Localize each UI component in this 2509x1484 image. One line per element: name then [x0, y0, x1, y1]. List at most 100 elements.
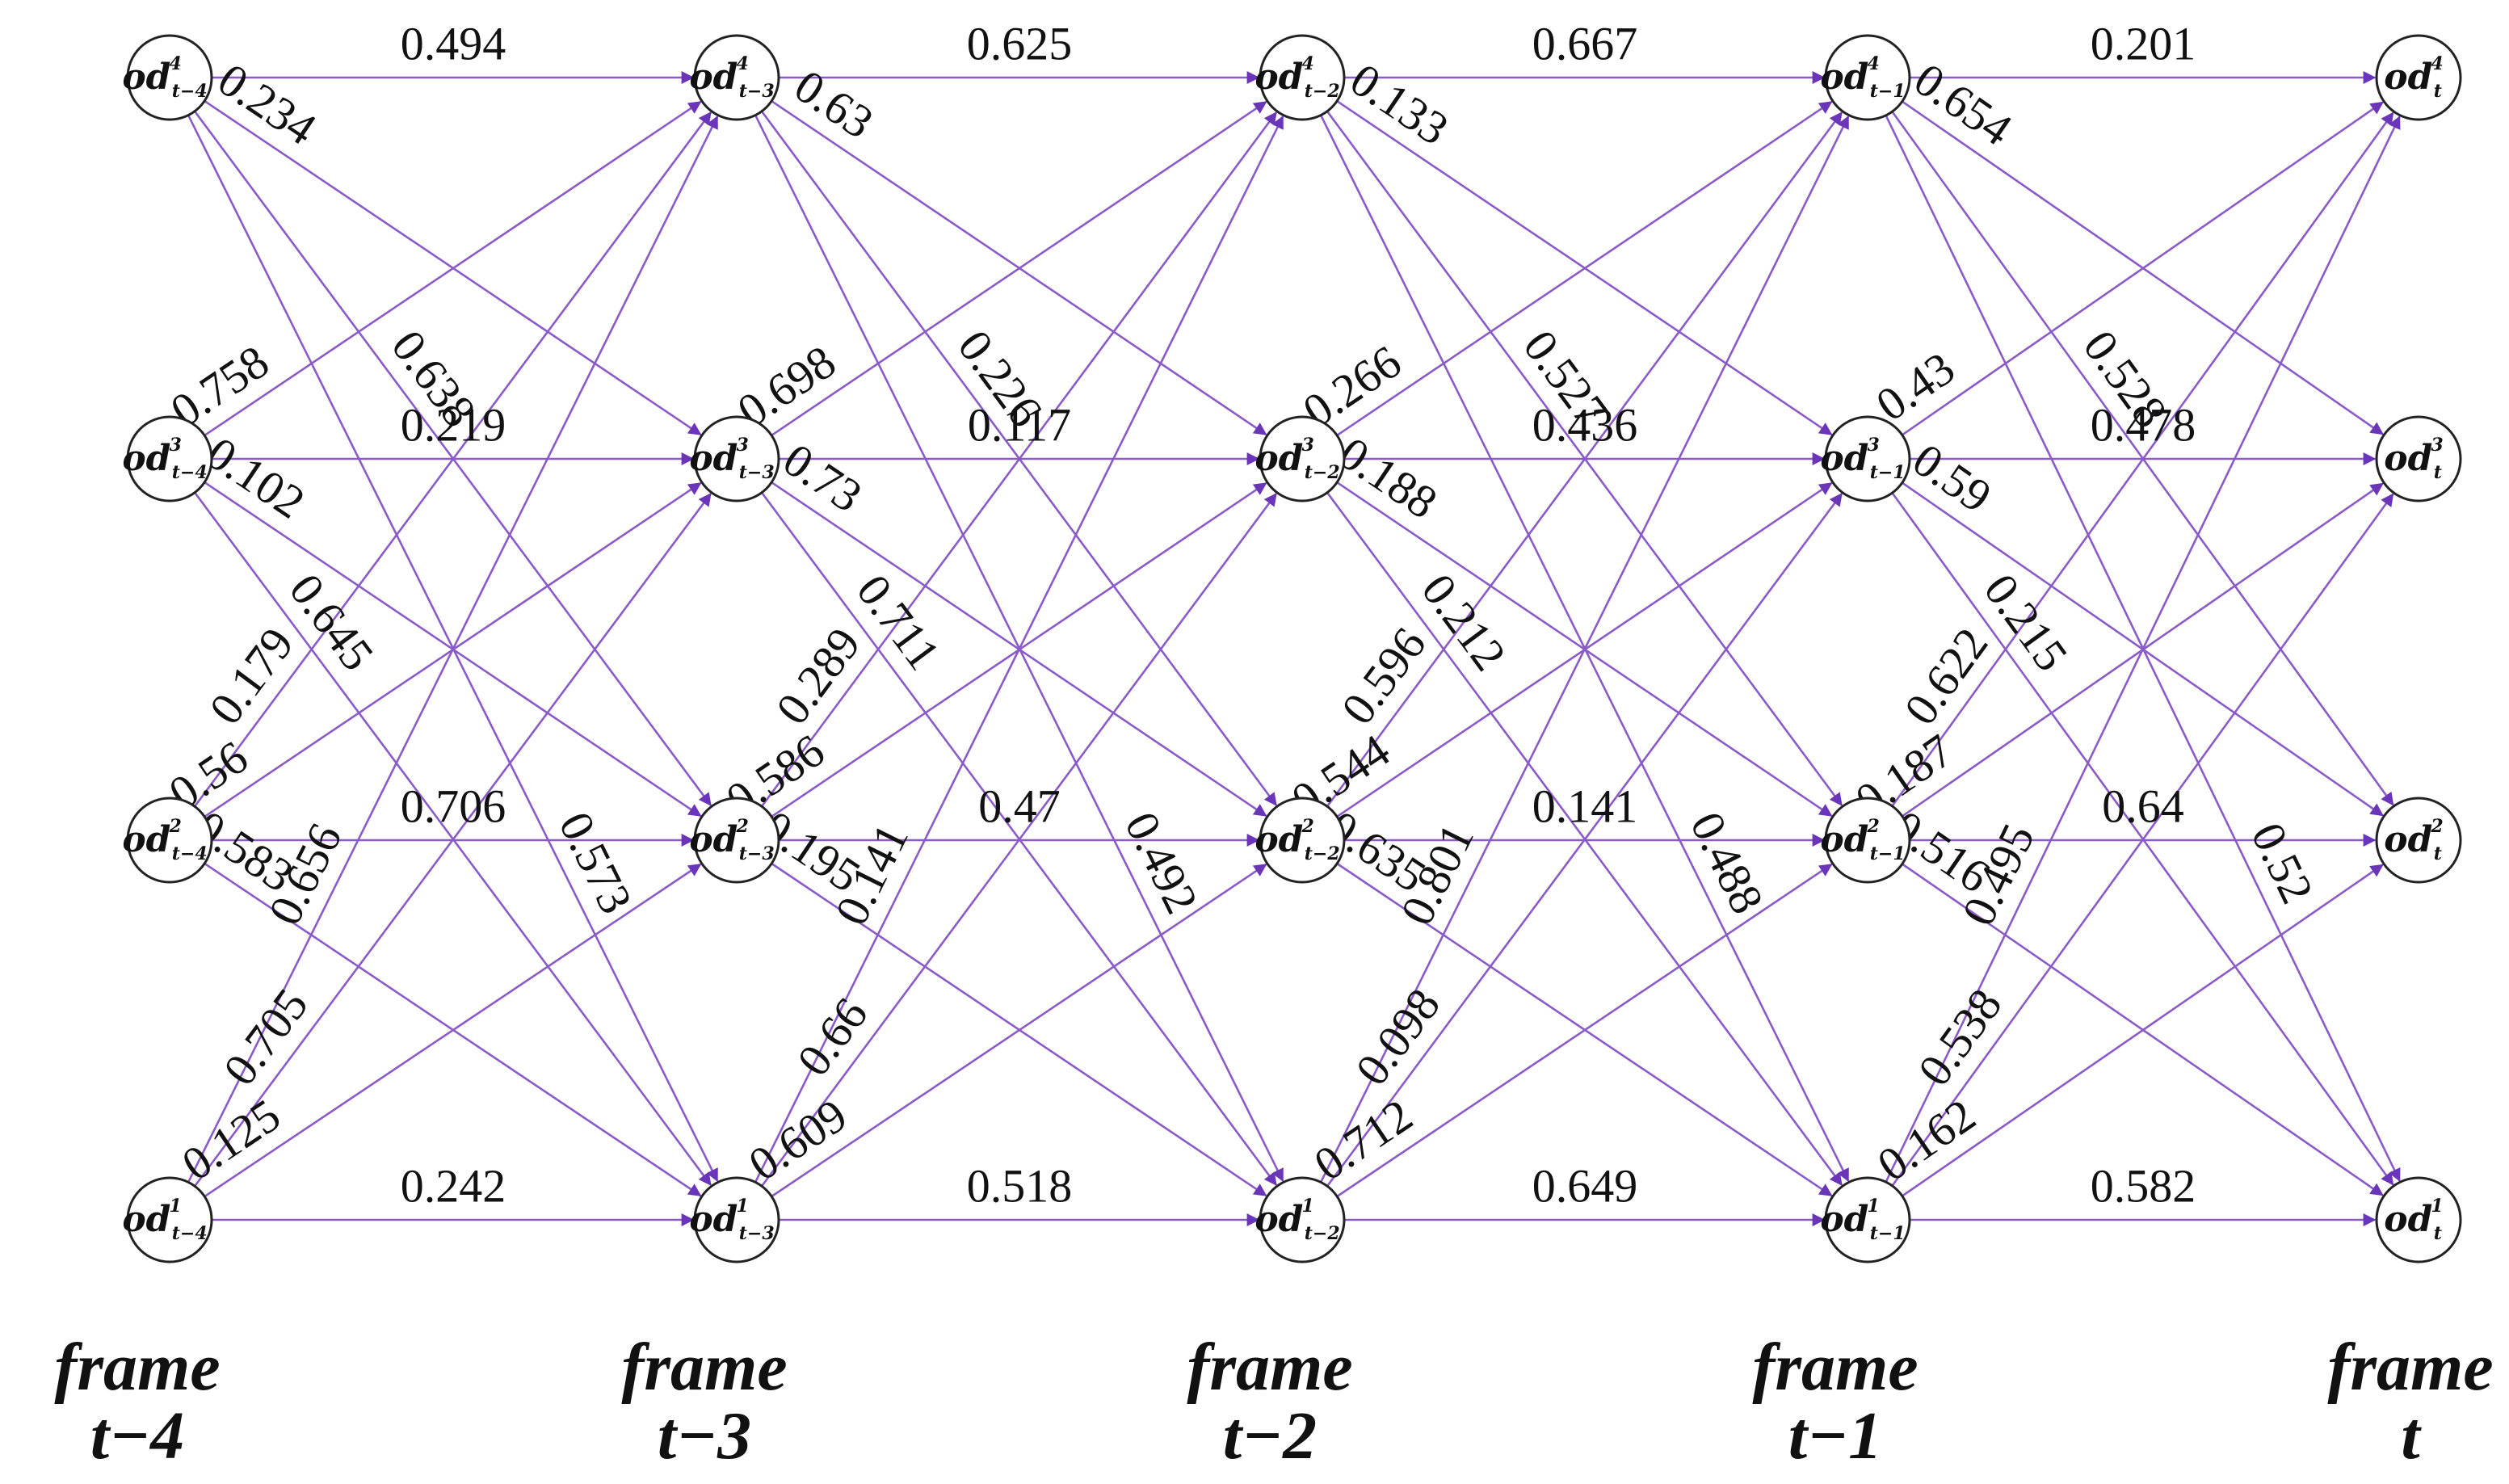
node-subscript: t−2 [1305, 462, 1340, 483]
node-label: od4 t−2 [1254, 53, 1339, 102]
frame-word: frame [54, 1330, 220, 1405]
node-superscript: 1 [1867, 1196, 1879, 1217]
node-subscript: t−1 [1870, 462, 1906, 483]
node-subscript: t−4 [172, 81, 208, 102]
node-circle [693, 797, 780, 884]
frame-word: frame [2327, 1330, 2493, 1405]
edge-weight-label: 0.712 [1305, 1089, 1422, 1192]
edge-arrow [1902, 864, 2384, 1197]
frame-word: frame [1752, 1330, 1918, 1405]
node-superscript: 4 [1301, 53, 1313, 74]
node-subscript: t−2 [1305, 81, 1340, 102]
edge-weight-label: 0.242 [401, 1159, 506, 1212]
state-node: od3 t−1 [1820, 415, 1911, 502]
node-circle [693, 415, 780, 502]
node-superscript: 3 [736, 435, 748, 456]
state-node: od4 t−2 [1254, 34, 1346, 121]
edge-weight-label: 0.573 [548, 804, 642, 922]
node-base: od [122, 819, 170, 860]
edge-arrow [193, 111, 712, 808]
edge-weight-label: 0.478 [2091, 398, 2196, 451]
edge-arrow [1336, 101, 1833, 436]
edge-weight-label: 0.538 [1908, 979, 2012, 1095]
edge-arrow [187, 115, 719, 1183]
edge-weight-label: 0.219 [401, 398, 506, 451]
edge-weight-label: 0.52 [2241, 814, 2324, 911]
edge-weight-label: 0.582 [2091, 1159, 2196, 1212]
node-base: od [2384, 1199, 2432, 1240]
node-base: od [1820, 1199, 1868, 1240]
edge-weight-label: 0.654 [1905, 53, 2021, 156]
node-subscript: t [2434, 462, 2442, 483]
edge-weight-label: 0.645 [279, 564, 385, 679]
edge-weight-label: 0.622 [1893, 618, 1998, 734]
node-circle [2375, 34, 2462, 121]
edge-weight-label: 0.494 [401, 17, 506, 69]
edge-weight-label: 0.667 [1532, 17, 1638, 69]
edge-weight-label: 0.625 [967, 17, 1073, 69]
edge-weight-label: 0.289 [766, 618, 871, 734]
node-superscript: 4 [736, 53, 748, 74]
edge-arrow [754, 115, 1284, 1183]
node-circle [1824, 34, 1911, 121]
node-superscript: 2 [1301, 816, 1313, 837]
node-circle [1259, 34, 1346, 121]
edge-weight-label: 0.212 [1411, 564, 1516, 680]
node-superscript: 1 [1301, 1196, 1313, 1217]
node-subscript: t−4 [172, 843, 208, 864]
node-base: od [122, 438, 170, 479]
node-base: od [689, 1199, 738, 1240]
edge-arrow [204, 863, 702, 1198]
edge-arrow [771, 864, 1267, 1198]
node-superscript: 1 [736, 1196, 748, 1217]
node-base: od [689, 438, 738, 479]
edge-weight-label: 0.141 [1532, 780, 1638, 832]
edge-weight-label: 0.436 [1532, 398, 1638, 451]
node-superscript: 3 [2431, 435, 2443, 456]
node-circle [2375, 797, 2462, 884]
edge-weight-label: 0.47 [978, 780, 1061, 832]
node-superscript: 3 [1867, 435, 1879, 456]
edge-weight-label: 0.63 [785, 59, 882, 149]
node-base: od [1820, 438, 1868, 479]
edge-arrow [760, 111, 1277, 807]
node-subscript: t−4 [172, 1223, 208, 1244]
edge-weight-label: 0.215 [1974, 565, 2078, 681]
edge-weight-label: 0.609 [739, 1089, 856, 1192]
node-superscript: 1 [2431, 1196, 2443, 1217]
edge-weight-label: 0.66 [787, 988, 878, 1085]
node-base: od [1254, 819, 1303, 860]
edge-weight-label: 0.201 [2091, 17, 2196, 69]
edge-weight-label: 0.518 [967, 1159, 1073, 1212]
node-subscript: t−3 [739, 81, 775, 102]
edge-arrow [194, 493, 712, 1188]
edge-weight-label: 0.098 [1345, 979, 1450, 1095]
node-circle [1824, 797, 1911, 884]
node-superscript: 2 [735, 816, 748, 837]
edge-weight-label: 0.234 [208, 53, 326, 155]
edge-weight-label: 0.596 [1331, 618, 1436, 734]
node-base: od [1820, 819, 1868, 860]
node-superscript: 3 [169, 435, 181, 456]
node-base: od [1254, 57, 1303, 98]
edge-arrow [1885, 116, 2401, 1183]
edge-weight-label: 0.125 [173, 1088, 290, 1191]
frame-time-label: t−2 [1223, 1398, 1317, 1473]
frame-time-label: t [2401, 1398, 2422, 1473]
